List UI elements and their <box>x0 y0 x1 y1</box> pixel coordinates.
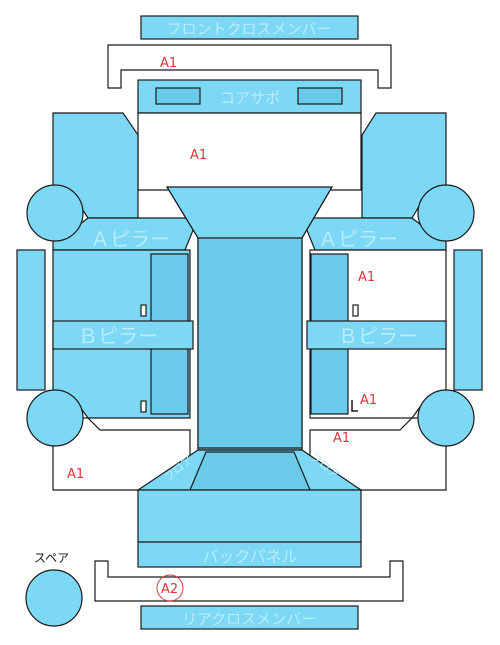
wheel-rear-left[interactable] <box>26 389 84 447</box>
rear-cross-member-panel[interactable] <box>140 605 359 630</box>
right-front-door-handle <box>352 304 359 317</box>
right-a-pillar-label: Ａピラー <box>318 227 398 251</box>
mark-core-area: A1 <box>190 148 207 163</box>
wheel-front-right[interactable] <box>417 184 475 242</box>
left-b-pillar[interactable] <box>52 320 194 350</box>
left-b-pillar-label: Ｂピラー <box>78 324 158 348</box>
right-rear-door-handle <box>351 400 358 412</box>
wheel-rear-right[interactable] <box>417 389 475 447</box>
engine-compartment[interactable] <box>137 112 362 191</box>
windshield-left-edge <box>166 186 199 239</box>
right-b-pillar[interactable] <box>306 320 447 350</box>
right-b-pillar-label: Ｂピラー <box>338 324 418 348</box>
cabin-roof-inner[interactable] <box>197 237 303 449</box>
windshield-right-edge <box>301 186 333 239</box>
front-member-bracket[interactable] <box>107 44 392 89</box>
left-rear-door-handle <box>140 400 147 413</box>
mark-right-rear-door: A1 <box>360 393 377 408</box>
rear-cross-member-label: リアクロスメンバー <box>182 610 316 628</box>
left-side-step[interactable] <box>16 249 46 391</box>
rear-member-bracket[interactable] <box>94 560 404 602</box>
mark-right-rear-fender: A1 <box>333 431 350 446</box>
left-a-pillar-label: Ａピラー <box>90 227 170 251</box>
left-rear-quarter[interactable] <box>52 417 191 491</box>
left-front-door-handle <box>140 304 147 317</box>
mark-front-member: A1 <box>160 56 177 71</box>
spare-tire[interactable] <box>25 569 83 627</box>
rear-floor-inner <box>189 451 311 491</box>
mark-right-front-door: A1 <box>358 270 375 285</box>
back-panel[interactable] <box>137 489 362 543</box>
mark-rear-member: A2 <box>161 582 178 597</box>
back-panel-lower[interactable] <box>137 541 362 568</box>
front-cross-member-panel[interactable] <box>140 15 359 40</box>
spare-label: スペア <box>34 551 69 565</box>
back-panel-label: バックパネル <box>202 547 297 566</box>
right-side-step[interactable] <box>453 249 483 391</box>
front-cross-member-label: フロントクロスメンバー <box>166 20 331 38</box>
mark-rear-member-circle <box>156 574 184 602</box>
core-support-left-window <box>155 87 201 105</box>
wheel-front-left[interactable] <box>26 184 84 242</box>
core-support-right-window <box>297 87 343 105</box>
mark-left-rear-fender: A1 <box>67 467 84 482</box>
core-support-label: コアサポ <box>220 89 280 107</box>
